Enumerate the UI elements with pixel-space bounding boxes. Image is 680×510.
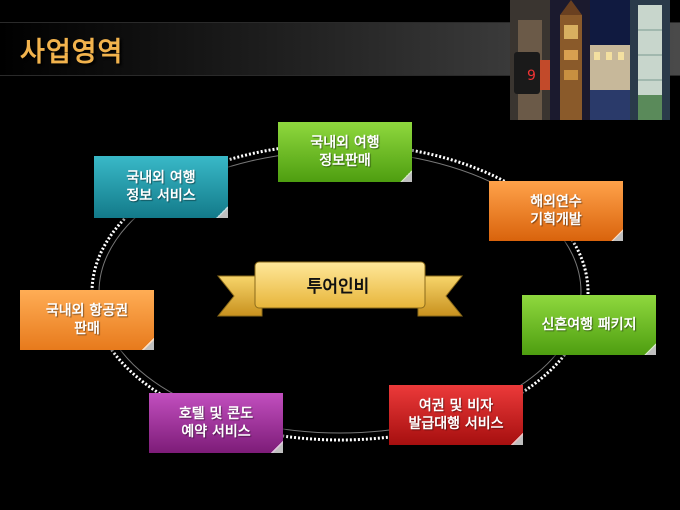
box-passport-visa: 여권 및 비자 발급대행 서비스 bbox=[389, 385, 524, 446]
box-travel-info-sales: 국내외 여행 정보판매 bbox=[278, 122, 413, 183]
box-line2: 예약 서비스 bbox=[181, 424, 251, 440]
box-line1: 해외연수 bbox=[530, 194, 582, 210]
box-line2: 판매 bbox=[74, 321, 100, 337]
svg-text:9: 9 bbox=[527, 68, 536, 84]
box-line1: 여권 및 비자 bbox=[418, 398, 494, 414]
box-line1: 신혼여행 패키지 bbox=[541, 317, 637, 333]
box-honeymoon-package: 신혼여행 패키지 bbox=[522, 295, 657, 356]
box-line2: 발급대행 서비스 bbox=[408, 416, 504, 432]
photo-tower bbox=[550, 0, 590, 120]
box-travel-info-service: 국내외 여행 정보 서비스 bbox=[94, 156, 229, 219]
photo-clock-tower: 9 bbox=[510, 0, 550, 120]
box-overseas-training: 해외연수 기획개발 bbox=[489, 181, 624, 242]
box-line2: 정보판매 bbox=[319, 153, 371, 169]
box-line1: 국내외 항공권 bbox=[45, 303, 129, 319]
box-airline-tickets: 국내외 항공권 판매 bbox=[20, 290, 155, 351]
box-line2: 기획개발 bbox=[530, 212, 582, 228]
box-line2: 정보 서비스 bbox=[126, 188, 196, 204]
page-title: 사업영역 bbox=[20, 37, 124, 68]
box-hotel-condo: 호텔 및 콘도 예약 서비스 bbox=[149, 393, 284, 454]
box-line1: 국내외 여행 bbox=[126, 170, 196, 186]
center-label: 투어인비 bbox=[306, 276, 370, 297]
photo-city bbox=[590, 0, 630, 120]
photo-skyscraper bbox=[630, 0, 670, 120]
box-line1: 호텔 및 콘도 bbox=[178, 406, 254, 422]
box-line1: 국내외 여행 bbox=[310, 135, 380, 151]
